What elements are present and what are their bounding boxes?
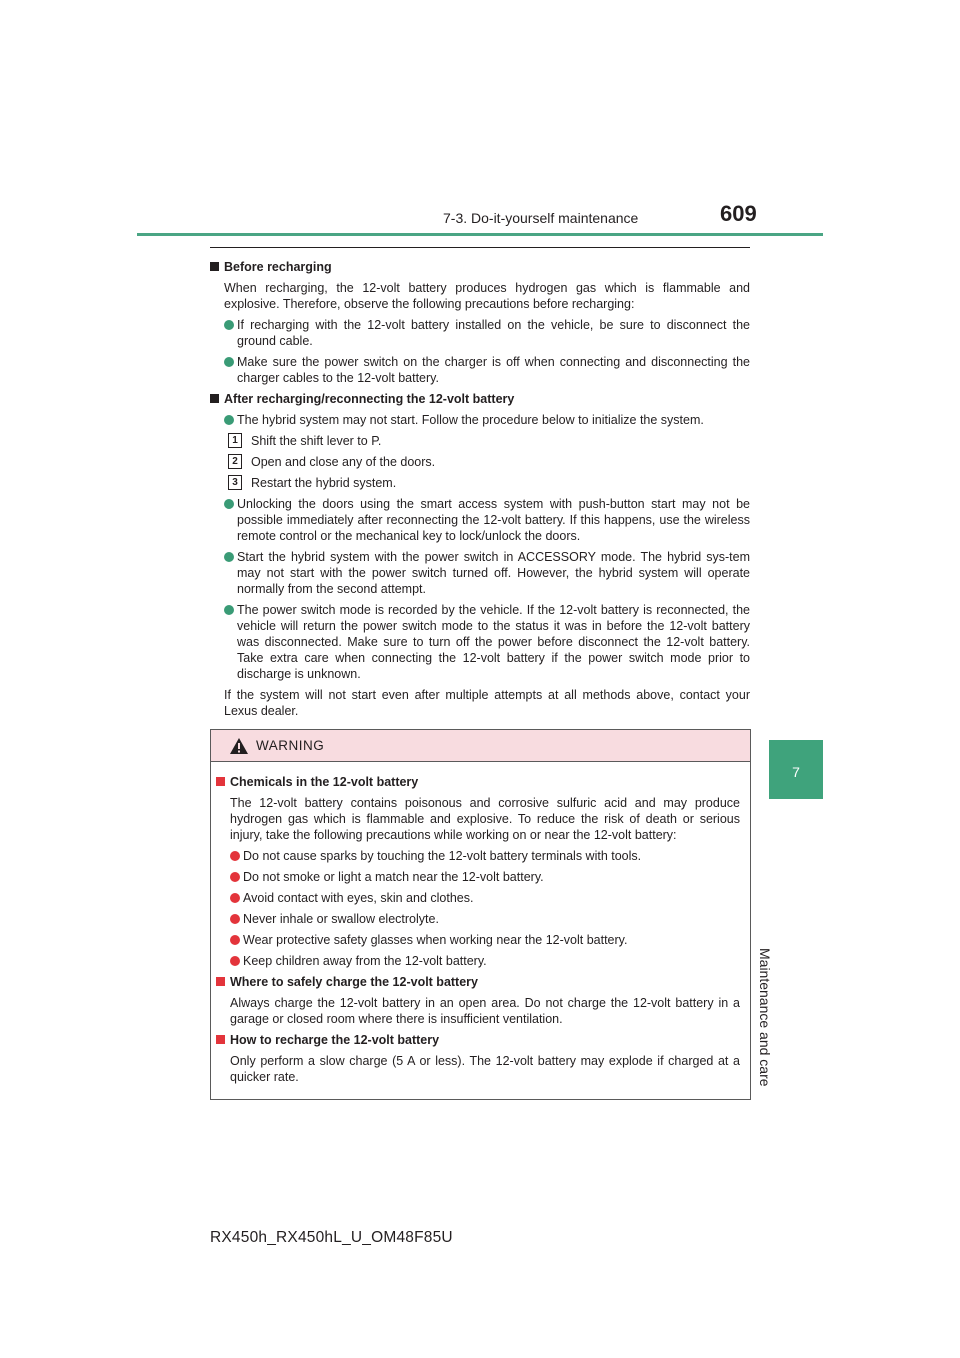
list-item: Keep children away from the 12-volt batt…: [216, 953, 740, 969]
chapter-number: 7: [792, 764, 800, 780]
round-bullet-icon: [230, 956, 240, 966]
chapter-tab: 7: [769, 740, 823, 799]
section-heading: Before recharging: [210, 259, 750, 276]
round-bullet-icon: [230, 851, 240, 861]
warning-header: WARNING: [211, 730, 750, 762]
chapter-label: Maintenance and care: [757, 948, 773, 1087]
section-heading: After recharging/reconnecting the 12-vol…: [210, 391, 750, 408]
warning-title: WARNING: [256, 738, 325, 753]
warning-triangle-icon: [230, 738, 248, 754]
list-item: The power switch mode is recorded by the…: [210, 602, 750, 682]
warning-heading: Chemicals in the 12-volt battery: [216, 774, 740, 791]
round-bullet-icon: [230, 935, 240, 945]
warning-heading: How to recharge the 12-volt battery: [216, 1032, 740, 1049]
list-item: Wear protective safety glasses when work…: [216, 932, 740, 948]
content-top-rule: [210, 247, 750, 248]
list-item: Do not smoke or light a match near the 1…: [216, 869, 740, 885]
list-item: If recharging with the 12-volt battery i…: [210, 317, 750, 349]
main-content: Before recharging When recharging, the 1…: [210, 259, 750, 724]
section-title: 7-3. Do-it-yourself maintenance: [443, 210, 639, 226]
step-number: 1: [228, 433, 242, 448]
list-item: Unlocking the doors using the smart acce…: [210, 496, 750, 544]
closing-note: If the system will not start even after …: [224, 688, 750, 718]
section-intro: When recharging, the 12-volt battery pro…: [224, 281, 750, 311]
warning-box: WARNING Chemicals in the 12-volt battery…: [210, 729, 751, 1100]
warning-body: Chemicals in the 12-volt battery The 12-…: [211, 762, 750, 1085]
list-item: Do not cause sparks by touching the 12-v…: [216, 848, 740, 864]
list-item: Make sure the power switch on the charge…: [210, 354, 750, 386]
square-bullet-icon: [210, 394, 219, 403]
round-bullet-icon: [224, 499, 234, 509]
list-item: The hybrid system may not start. Follow …: [210, 412, 750, 428]
page-number: 609: [720, 201, 757, 226]
round-bullet-icon: [230, 872, 240, 882]
square-bullet-icon: [210, 262, 219, 271]
square-bullet-icon: [216, 777, 225, 786]
warning-intro: Always charge the 12-volt battery in an …: [230, 996, 740, 1026]
list-item: Never inhale or swallow electrolyte.: [216, 911, 740, 927]
round-bullet-icon: [224, 552, 234, 562]
list-item: Avoid contact with eyes, skin and clothe…: [216, 890, 740, 906]
square-bullet-icon: [216, 1035, 225, 1044]
round-bullet-icon: [224, 320, 234, 330]
round-bullet-icon: [224, 415, 234, 425]
model-code: RX450h_RX450hL_U_OM48F85U: [210, 1229, 453, 1246]
step-number: 3: [228, 475, 242, 490]
warning-intro: Only perform a slow charge (5 A or less)…: [230, 1054, 740, 1084]
round-bullet-icon: [230, 914, 240, 924]
round-bullet-icon: [224, 605, 234, 615]
square-bullet-icon: [216, 977, 225, 986]
warning-heading: Where to safely charge the 12-volt batte…: [216, 974, 740, 991]
round-bullet-icon: [224, 357, 234, 367]
list-item: Start the hybrid system with the power s…: [210, 549, 750, 597]
step-number: 2: [228, 454, 242, 469]
header-rule: [137, 233, 823, 236]
warning-intro: The 12-volt battery contains poisonous a…: [230, 796, 740, 842]
round-bullet-icon: [230, 893, 240, 903]
